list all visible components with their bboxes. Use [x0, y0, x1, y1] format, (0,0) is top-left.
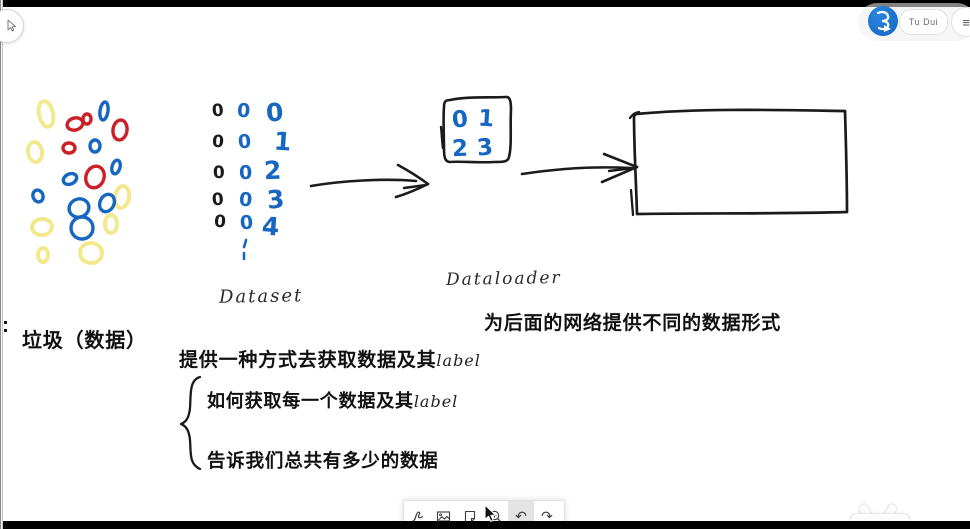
dataset-label: Dataset — [218, 285, 304, 308]
uploader-name: Tu Dui — [908, 17, 939, 27]
dataset-index-digit: 2 — [263, 155, 282, 186]
letterbox-bottom — [0, 521, 970, 529]
dataset-index-digit: 1 — [273, 126, 293, 157]
dataset-digit: 0 — [236, 99, 252, 123]
flow-arrow-2 — [520, 152, 639, 184]
dataset-index-digit: 3 — [265, 184, 286, 215]
letterbox-top — [0, 0, 970, 7]
dataset-point-1: 如何获取每一个数据及其label — [207, 387, 458, 413]
stray-ink — [4, 321, 7, 332]
dataset-index-digit: 4 — [261, 211, 281, 242]
dataset-digit: 0 — [239, 211, 255, 235]
mouse-cursor — [484, 504, 497, 522]
whiteboard-canvas[interactable]: 0 0 0 0 0 0 0 0 0 0 0 1 2 3 4 0 1 2 3 Da… — [0, 7, 970, 521]
garbage-data-label: 垃圾（数据） — [22, 330, 147, 352]
dataset-digit: 0 — [212, 162, 226, 184]
ink-drawing — [4, 95, 849, 471]
dataset-digit: 0 — [237, 130, 253, 154]
hamburger-icon: ≡ — [962, 14, 970, 30]
network-box-sketch — [628, 108, 849, 217]
dataset-index-digit: 0 — [264, 97, 285, 128]
label-word: label — [436, 351, 481, 370]
batch-digit: 0 — [450, 106, 470, 134]
uploader-avatar[interactable] — [868, 6, 898, 36]
window-left-edge — [0, 0, 3, 529]
flow-arrow-1 — [309, 163, 430, 199]
undo-icon: ↶ — [515, 509, 527, 525]
dataset-digit: 0 — [211, 131, 225, 153]
pointer-icon — [7, 19, 17, 32]
dataset-point-1-text: 如何获取每一个数据及其 — [207, 391, 414, 411]
ellipsis-colon — [242, 238, 248, 261]
dataset-digit: 0 — [238, 188, 254, 212]
redo-button[interactable]: ↷ — [534, 501, 560, 529]
redo-icon: ↷ — [541, 509, 553, 525]
dataset-note: 提供一种方式去获取数据及其label — [179, 345, 481, 372]
dataset-digit: 0 — [211, 100, 225, 122]
avatar-art-icon — [876, 10, 891, 32]
sticky-note-button[interactable] — [456, 501, 482, 529]
batch-digit: 2 — [451, 135, 469, 163]
batch-digit: 3 — [475, 134, 495, 162]
dataset-digit: 0 — [213, 211, 227, 233]
scribble-blobs — [25, 99, 132, 266]
batch-digit: 1 — [477, 105, 495, 133]
dataloader-label: Dataloader — [445, 267, 562, 291]
dataset-digit: 0 — [238, 161, 253, 185]
dataset-digit: 0 — [211, 189, 225, 211]
label-word: label — [413, 392, 459, 411]
dataset-note-text: 提供一种方式去获取数据及其 — [179, 350, 437, 371]
sticky-note-icon — [464, 510, 475, 523]
uploader-name-pill[interactable]: Tu Dui — [899, 9, 948, 35]
dataloader-note: 为后面的网络提供不同的数据形式 — [484, 313, 782, 334]
curly-brace — [179, 375, 202, 471]
tv-mascot-top — [848, 500, 916, 527]
dataset-point-2: 告诉我们总共有多少的数据 — [207, 450, 439, 471]
dataloader-box-sketch — [439, 95, 513, 164]
